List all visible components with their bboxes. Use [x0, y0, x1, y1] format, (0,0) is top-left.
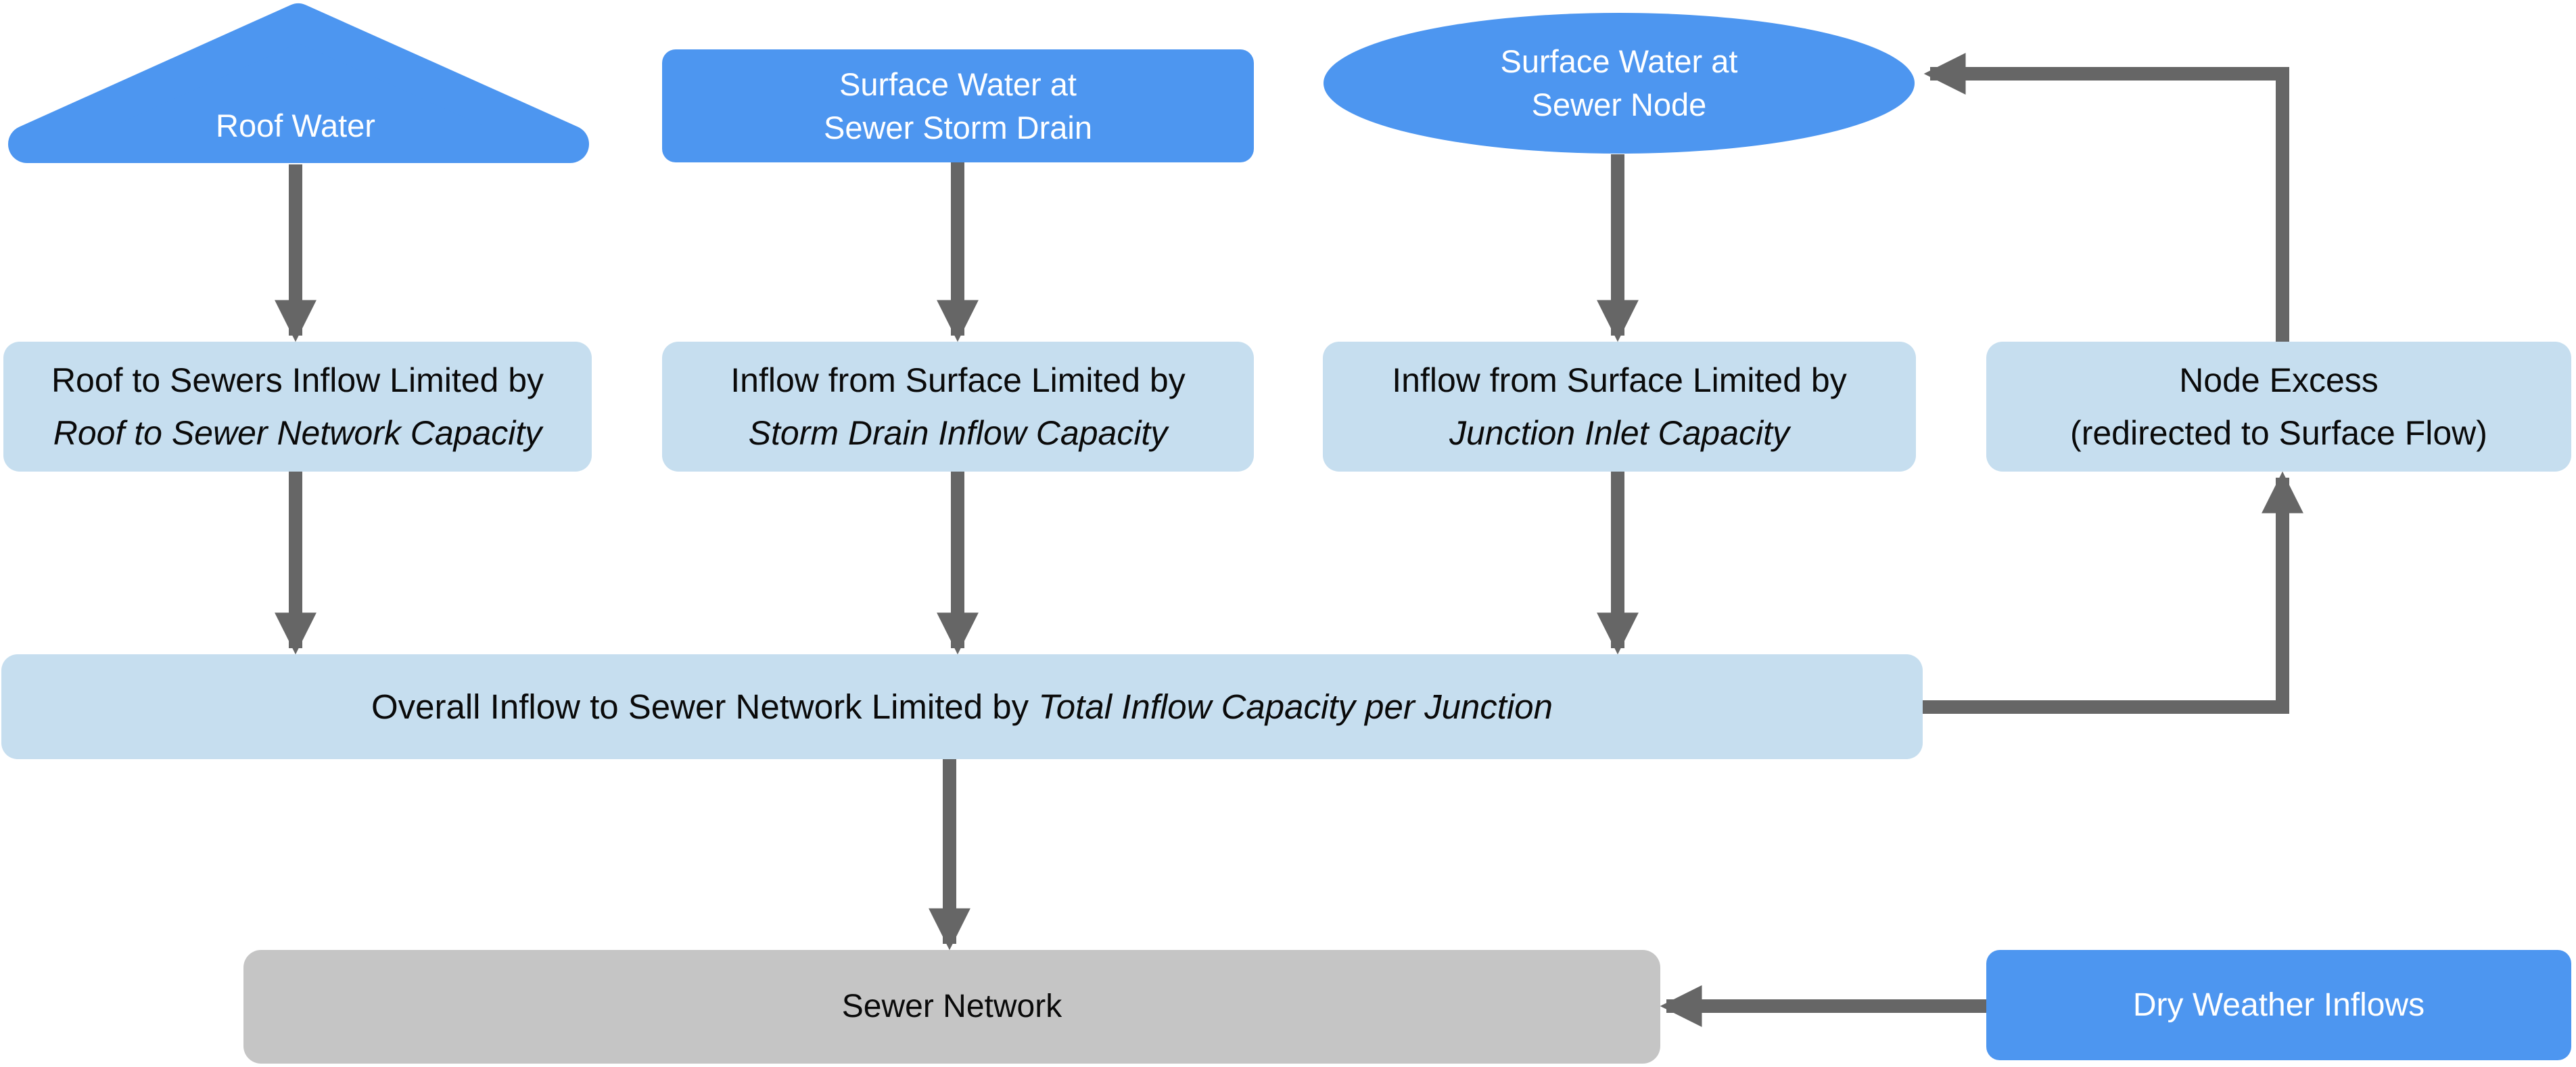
node-label-line2: Sewer Storm Drain [824, 109, 1092, 145]
node-label-line1: Surface Water at [1500, 43, 1738, 79]
node-surface-water-sewer-node: Surface Water at Sewer Node [1324, 13, 1915, 154]
node-label-line2: (redirected to Surface Flow) [2070, 414, 2487, 452]
overall-label-italic: Total Inflow Capacity per Junction [1038, 687, 1553, 726]
arrow-node-excess-to-sewer-node [1923, 53, 2289, 342]
node-sewer-network: Sewer Network [243, 950, 1660, 1064]
roof-water-label: Roof Water [216, 107, 375, 143]
node-dry-weather-inflows: Dry Weather Inflows [1986, 950, 2571, 1060]
node-junction-inlet-limit: Inflow from Surface Limited by Junction … [1323, 342, 1916, 472]
node-label-line: Overall Inflow to Sewer Network Limited … [371, 681, 1553, 733]
node-label-line: Dry Weather Inflows [2132, 986, 2425, 1023]
node-label-line1: Surface Water at [839, 66, 1077, 102]
node-label-line2: Junction Inlet Capacity [1449, 414, 1790, 452]
roof-water-triangle [8, 3, 589, 163]
node-storm-drain-inflow-limit: Inflow from Surface Limited by Storm Dra… [662, 342, 1254, 472]
node-label-line1: Roof to Sewers Inflow Limited by [51, 361, 544, 399]
node-label-line1: Node Excess [2179, 361, 2379, 399]
node-label-line2: Roof to Sewer Network Capacity [53, 414, 542, 452]
node-label-line2: Storm Drain Inflow Capacity [748, 414, 1168, 452]
node-label-line: Sewer Network [841, 989, 1062, 1024]
overall-label-regular: Overall Inflow to Sewer Network Limited … [371, 687, 1039, 726]
node-surface-water-storm-drain: Surface Water at Sewer Storm Drain [662, 49, 1254, 162]
node-node-excess: Node Excess (redirected to Surface Flow) [1986, 342, 2571, 472]
node-roof-inflow-limit: Roof to Sewers Inflow Limited by Roof to… [3, 342, 592, 472]
node-overall-inflow: Overall Inflow to Sewer Network Limited … [1, 654, 1923, 759]
node-label-line1: Inflow from Surface Limited by [1392, 361, 1847, 399]
node-label-line2: Sewer Node [1531, 87, 1707, 122]
arrow-overall-to-node-excess [1923, 471, 2303, 714]
node-label-line1: Inflow from Surface Limited by [730, 361, 1186, 399]
